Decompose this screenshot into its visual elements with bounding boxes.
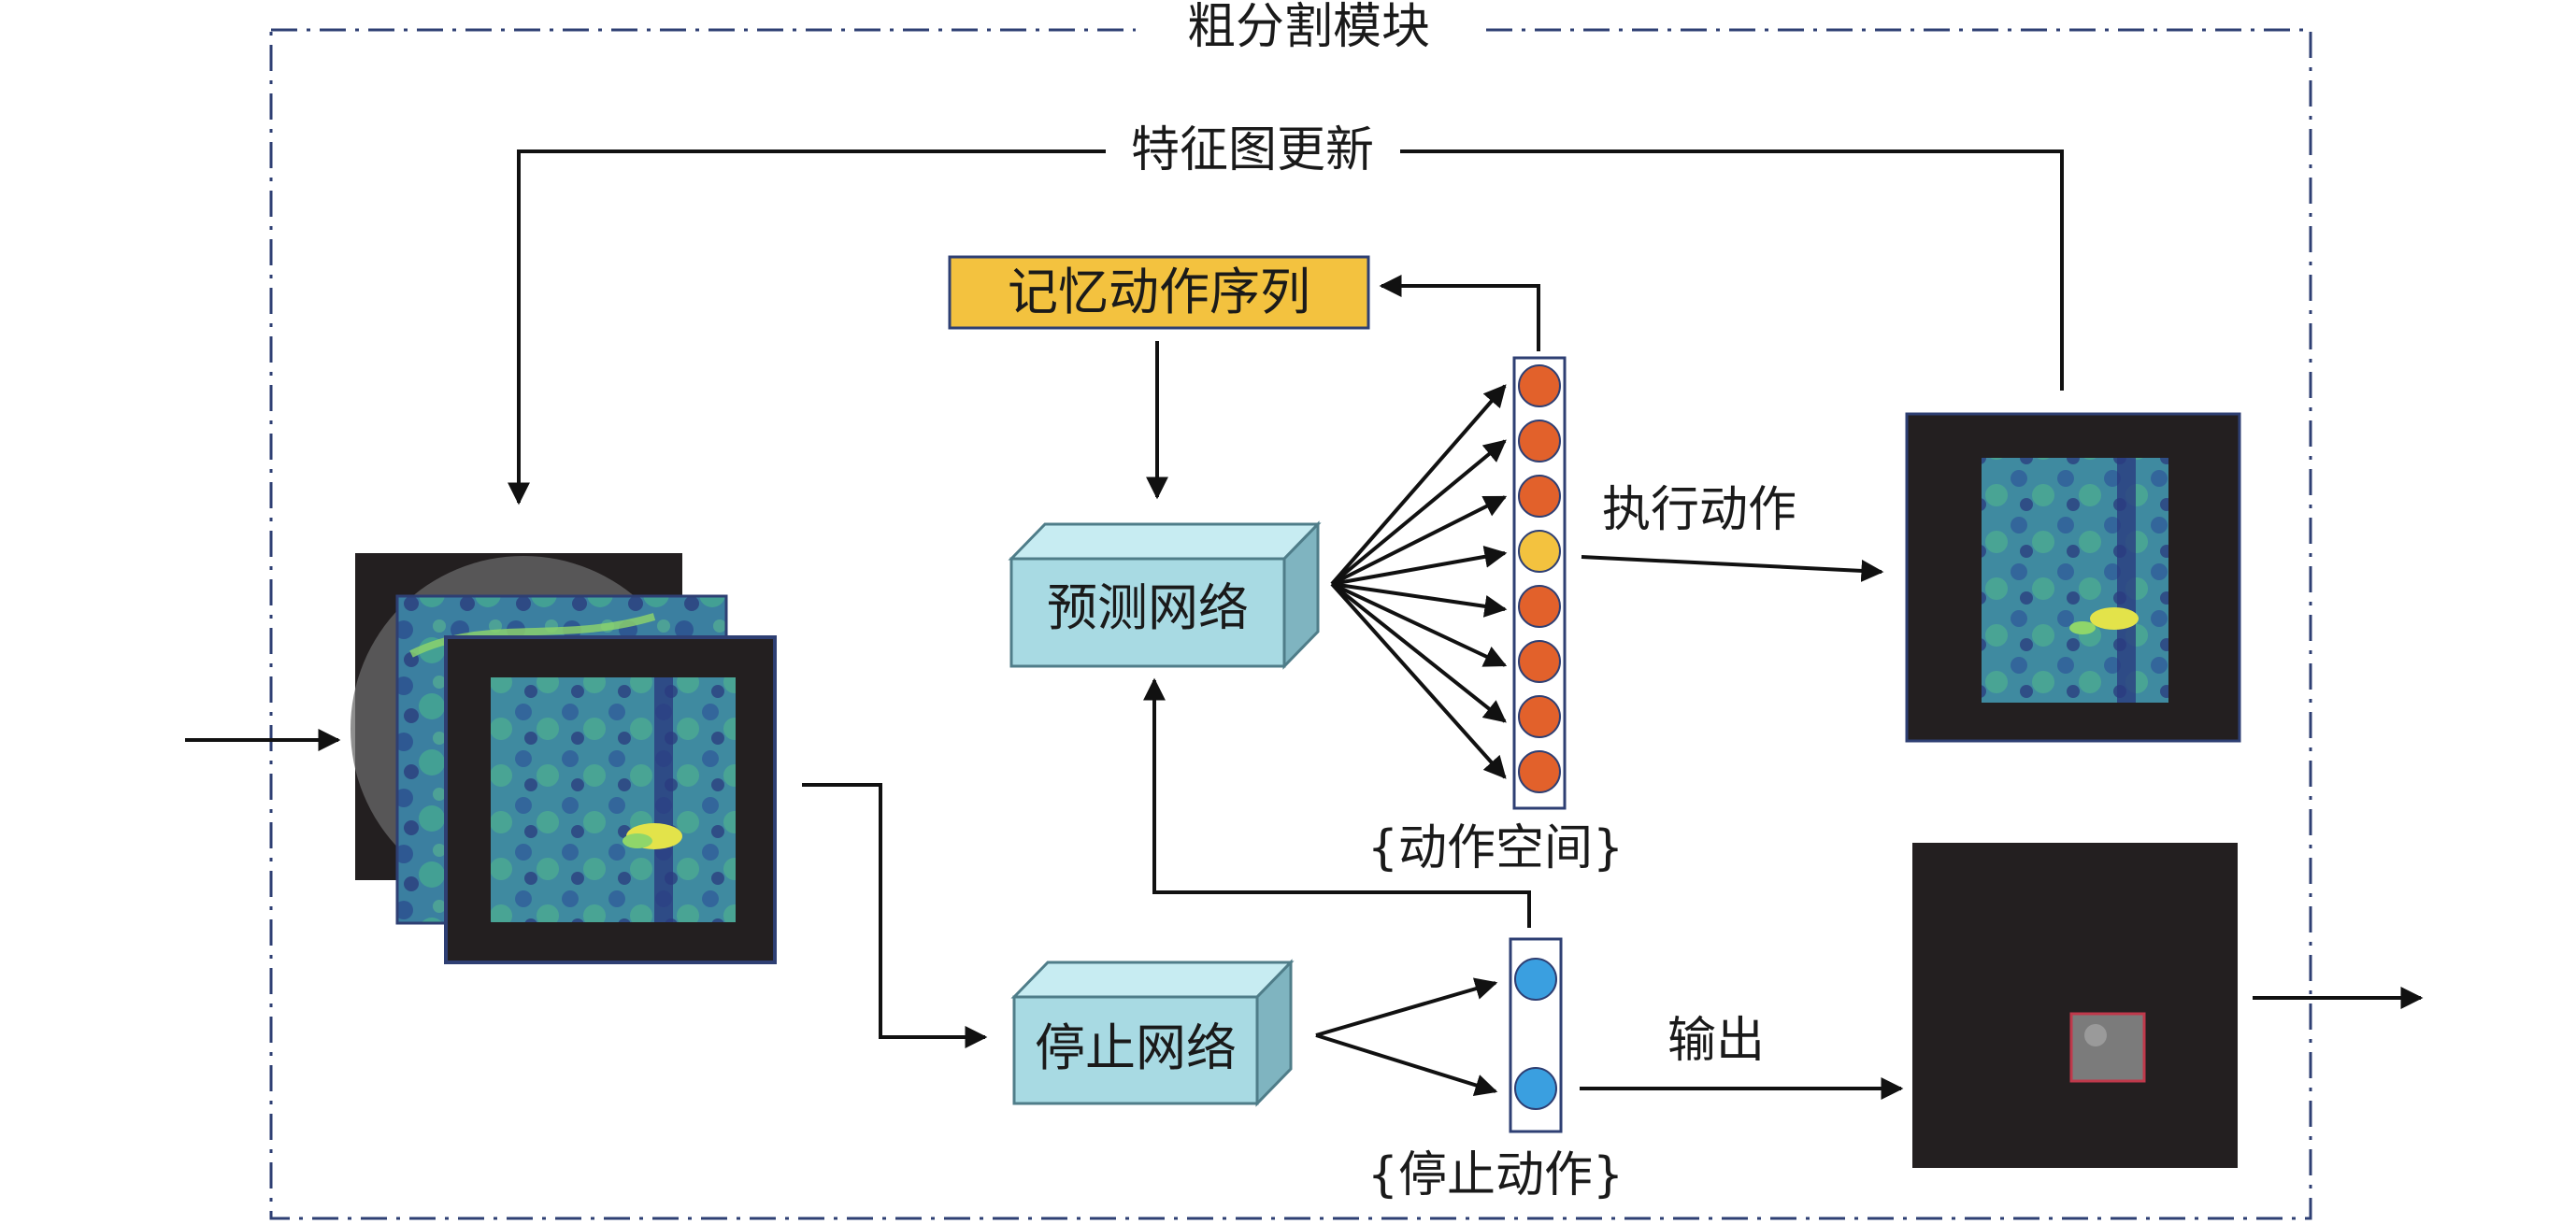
action-node-orange [1518, 695, 1561, 738]
prediction-fan-arrows [1330, 384, 1508, 779]
action-node-orange [1518, 420, 1561, 463]
feature-update-arrow-left [508, 149, 1106, 505]
module-title: 粗分割模块 [1187, 0, 1430, 55]
action-space-nodes [1518, 364, 1561, 793]
prediction-network-label: 预测网络 [1047, 578, 1249, 637]
action-node-orange [1518, 750, 1561, 793]
action-node-orange [1518, 364, 1561, 407]
memory-sequence-box [948, 255, 1370, 330]
output-image [1912, 843, 2238, 1168]
stop-network-box [1010, 959, 1295, 1107]
stop-node-blue [1514, 958, 1557, 1001]
action-space-label: {动作空间} [1367, 820, 1624, 876]
module-title-bg [1136, 2, 1481, 58]
action-node-orange [1518, 640, 1561, 683]
stop-fan-arrows [1315, 977, 1498, 1097]
execute-action-arrow [1581, 555, 1884, 582]
action-node-orange [1518, 585, 1561, 628]
action-node-orange [1518, 475, 1561, 518]
stop-node-blue [1514, 1067, 1557, 1110]
feature-update-arrow [1400, 149, 2064, 391]
stop-network-label: 停止网络 [1035, 1018, 1237, 1077]
updated-image [1905, 412, 2241, 743]
output-label: 输出 [1667, 1013, 1765, 1069]
feature-update-label: 特征图更新 [1131, 122, 1374, 178]
stop-action-nodes [1514, 958, 1557, 1110]
module-frame [269, 28, 2312, 1220]
stop-action-label: {停止动作} [1367, 1147, 1624, 1203]
memory-sequence-label: 记忆动作序列 [1008, 263, 1310, 321]
execute-action-label: 执行动作 [1602, 482, 1796, 538]
action-node-yellow [1518, 530, 1561, 573]
input-image-stack [351, 553, 777, 964]
stack-to-stop-arrow [802, 783, 988, 1048]
prediction-network-box [1008, 520, 1322, 670]
stop-to-prediction-arrow [1143, 677, 1531, 928]
action-to-memory-arrow [1379, 275, 1540, 351]
